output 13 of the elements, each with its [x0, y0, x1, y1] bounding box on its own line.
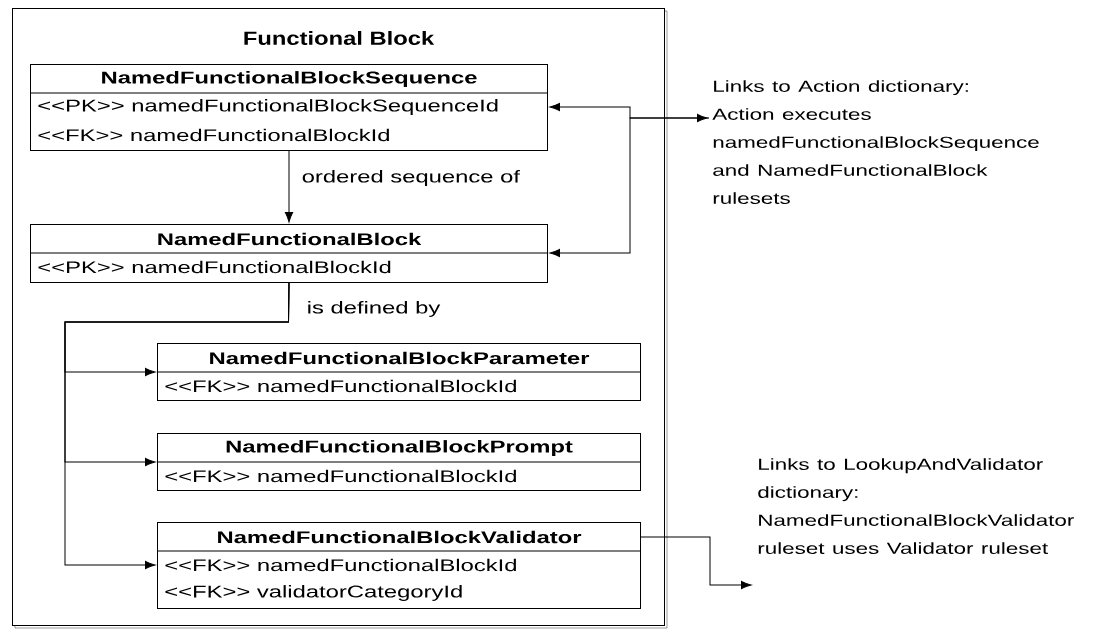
entity-box: NamedFunctionalBlockParameter <<FK>> namedFunctionalBlockId	[156, 343, 642, 401]
note-text: Links to Action dictionary: Action executes namedFunctionalBlockSequence and NamedFunctionalBlock rulesets	[712, 80, 1039, 204]
arrow	[64, 282, 290, 570]
edge-label: is defined by	[305, 300, 442, 318]
edge-label: ordered sequence of	[300, 169, 522, 187]
entity-box: NamedFunctionalBlockPrompt <<FK>> namedFunctionalBlockId	[156, 433, 642, 491]
arrow	[284, 150, 294, 223]
entity-box: NamedFunctionalBlockSequence <<PK>> namedFunctionalBlockSequenceId <<FK>> namedFunctionalBlockId	[29, 64, 549, 151]
note-text: Links to LookupAndValidator dictionary: NamedFunctionalBlockValidator ruleset uses Validator ruleset	[758, 458, 1074, 554]
entity-box: NamedFunctionalBlockValidator <<FK>> namedFunctionalBlockId <<FK>> validatorCategoryId	[156, 522, 642, 609]
entity-box: NamedFunctionalBlock <<PK>> namedFunctionalBlockId	[29, 224, 549, 283]
arrow	[640, 536, 752, 590]
arrow	[549, 117, 710, 258]
